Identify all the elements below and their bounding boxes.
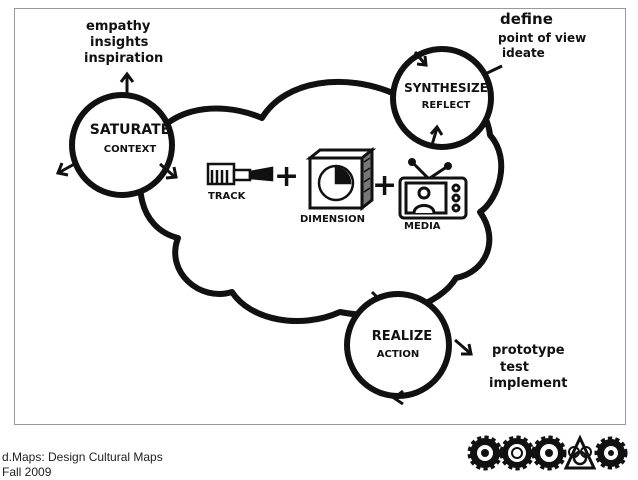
cloud-shape <box>137 78 505 325</box>
realize-note-test: test <box>500 360 529 375</box>
plus-sign-2: + <box>372 168 397 203</box>
gear-icon-1 <box>467 435 503 471</box>
saturate-note-insights: insights <box>90 35 149 50</box>
saturate-note-inspiration: inspiration <box>84 51 163 66</box>
saturate-sub: CONTEXT <box>104 144 157 155</box>
realize-sub: ACTION <box>377 349 420 360</box>
synthesize-note-ideate: ideate <box>502 46 545 60</box>
media-label: MEDIA <box>404 221 441 232</box>
realize-note-implement: implement <box>489 376 567 391</box>
slide-frame <box>14 8 626 425</box>
plus-sign-1: + <box>274 159 299 194</box>
paintbrush-icon <box>206 162 274 186</box>
synthesize-arrows <box>413 51 503 146</box>
saturate-arrows <box>55 71 178 180</box>
synthesize-sub: REFLECT <box>422 100 471 111</box>
saturate-notes: empathy insights inspiration <box>84 19 163 66</box>
synthesize-title: SYNTHESIZE <box>404 81 488 95</box>
triangle-knot-icon <box>563 434 597 470</box>
realize-title: REALIZE <box>372 329 432 344</box>
saturate-node: SATURATE CONTEXT <box>69 92 175 198</box>
saturate-title: SATURATE <box>90 122 170 138</box>
gear-icon-3 <box>531 435 567 471</box>
clock-icon <box>317 164 355 202</box>
footer-title: d.Maps: Design Cultural Maps <box>2 450 163 464</box>
realize-notes: prototype test implement <box>489 343 567 391</box>
tv-icon <box>398 158 468 220</box>
dmaps-logo <box>467 434 628 471</box>
synthesize-note-pov: point of view <box>498 31 586 45</box>
gear-icon-4 <box>594 436 628 470</box>
realize-node: REALIZE ACTION <box>344 291 452 399</box>
saturate-note-empathy: empathy <box>86 19 151 34</box>
synthesize-node: SYNTHESIZE REFLECT <box>390 46 494 150</box>
footer-date: Fall 2009 <box>2 465 52 479</box>
realize-note-prototype: prototype <box>492 343 565 358</box>
synthesize-note-define: define <box>500 10 553 28</box>
track-label: TRACK <box>208 191 247 202</box>
synthesize-notes: define point of view ideate <box>498 10 586 60</box>
gear-icon-2 <box>499 435 535 471</box>
realize-arrows <box>370 290 473 406</box>
dimension-label: DIMENSION <box>300 214 365 225</box>
